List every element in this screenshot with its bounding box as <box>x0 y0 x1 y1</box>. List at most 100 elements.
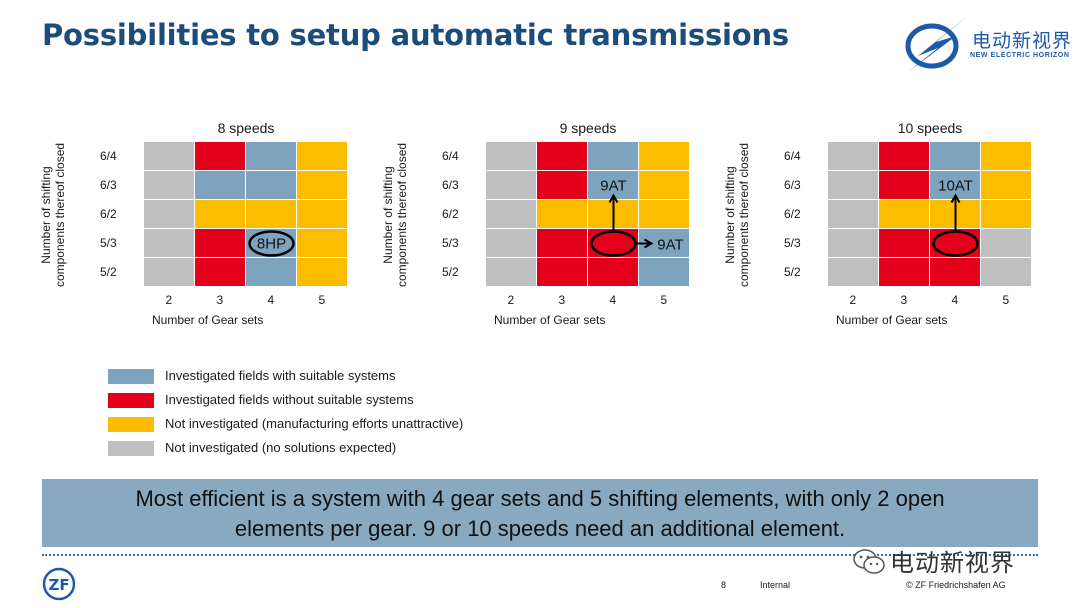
heatmap-cell <box>144 200 194 228</box>
y-tick-label: 5/3 <box>100 236 117 250</box>
heatmap-cell <box>981 142 1031 170</box>
heatmap-cell <box>879 258 929 286</box>
y-tick-label: 6/2 <box>100 207 117 221</box>
y-tick-label: 5/2 <box>442 265 459 279</box>
zf-logo-icon: ZF <box>42 567 76 601</box>
annotation-label: 9AT <box>600 178 626 195</box>
y-tick-label: 6/3 <box>442 178 459 192</box>
heatmap-cell <box>195 142 245 170</box>
y-tick-label: 6/3 <box>784 178 801 192</box>
conclusion-line-2: elements per gear. 9 or 10 speeds need a… <box>234 516 846 541</box>
heatmap-cell <box>195 258 245 286</box>
x-axis-label: Number of Gear sets <box>152 313 264 327</box>
heatmap-cell <box>486 258 536 286</box>
annotation-layer: 9AT 9AT <box>590 178 684 257</box>
legend-swatch <box>108 441 154 456</box>
heatmap-cell <box>297 258 347 286</box>
heatmap-cell <box>981 229 1031 257</box>
footer-divider <box>42 554 1038 556</box>
y-tick-label: 5/3 <box>442 236 459 250</box>
copyright: © ZF Friedrichshafen AG <box>906 580 1006 590</box>
annotation-layer: 8HP <box>248 230 295 257</box>
legend-label: Not investigated (manufacturing efforts … <box>165 416 464 431</box>
annotation-label: 9AT <box>657 237 683 254</box>
heatmap-cell <box>639 258 689 286</box>
heatmap-cell <box>639 200 689 228</box>
legend-label: Investigated fields without suitable sys… <box>165 392 414 407</box>
heatmap-cell <box>930 258 980 286</box>
x-tick-label: 3 <box>558 293 566 307</box>
x-tick-label: 5 <box>1002 293 1010 307</box>
annotation-layer: 10AT <box>932 178 979 257</box>
heatmap-cell <box>144 229 194 257</box>
annotation-label: 10AT <box>938 178 973 195</box>
arrow-head <box>644 238 654 249</box>
heatmap-cell <box>828 200 878 228</box>
heatmap-cell <box>144 142 194 170</box>
chart-title: 9 speeds <box>559 120 617 136</box>
x-tick-label: 2 <box>849 293 857 307</box>
heatmap-cell <box>144 258 194 286</box>
conclusion-banner: Most efficient is a system with 4 gear s… <box>42 479 1038 547</box>
wechat-icon <box>853 549 885 574</box>
chart-title: 10 speeds <box>897 120 963 136</box>
y-tick-label: 5/3 <box>784 236 801 250</box>
heatmap-cell <box>828 258 878 286</box>
heatmap-cell <box>981 171 1031 199</box>
chart-title: 8 speeds <box>217 120 275 136</box>
heatmap-cell <box>879 200 929 228</box>
arrow-head <box>608 193 619 203</box>
wechat-account-name: 电动新视界 <box>890 550 1015 577</box>
heatmap-cell <box>195 200 245 228</box>
heatmap-cell <box>246 142 296 170</box>
heatmap-cell <box>930 171 980 199</box>
x-tick-label: 4 <box>951 293 959 307</box>
x-axis-label: Number of Gear sets <box>494 313 606 327</box>
page-number: 8 <box>721 580 727 590</box>
x-tick-label: 5 <box>318 293 326 307</box>
heatmap-cell <box>588 258 638 286</box>
heatmap-cell <box>486 142 536 170</box>
heatmap-cell <box>486 229 536 257</box>
heatmap-cell <box>537 229 587 257</box>
heatmap-cell <box>246 171 296 199</box>
x-tick-label: 4 <box>267 293 275 307</box>
heatmap-cell <box>297 229 347 257</box>
heatmap-cell <box>195 171 245 199</box>
brand-logo-cn: 电动新视界 <box>972 31 1073 52</box>
y-tick-label: 6/3 <box>100 178 117 192</box>
conclusion-line-1: Most efficient is a system with 4 gear s… <box>135 486 945 511</box>
heatmap-cell <box>981 200 1031 228</box>
heatmap-cell <box>246 258 296 286</box>
heatmap-cell <box>297 171 347 199</box>
heatmap-cell <box>828 171 878 199</box>
annotation-ring <box>590 230 637 257</box>
legend-swatch <box>108 393 154 408</box>
y-tick-label: 5/2 <box>784 265 801 279</box>
heatmap-cell <box>537 171 587 199</box>
y-tick-label: 5/2 <box>100 265 117 279</box>
y-tick-label: 6/2 <box>442 207 459 221</box>
slide-title: Possibilities to setup automatic transmi… <box>42 18 789 52</box>
heatmap-cell <box>588 171 638 199</box>
legend-label: Not investigated (no solutions expected) <box>165 440 397 455</box>
heatmap-cell <box>879 171 929 199</box>
y-tick-label: 6/4 <box>100 149 117 163</box>
classification-label: Internal <box>760 580 791 590</box>
zf-logo-text: ZF <box>48 576 69 594</box>
x-tick-label: 2 <box>507 293 515 307</box>
heatmap-cell <box>144 171 194 199</box>
legend-swatch <box>108 417 154 432</box>
heatmap-cell <box>828 142 878 170</box>
heatmap-cell <box>639 171 689 199</box>
y-tick-label: 6/4 <box>442 149 459 163</box>
legend-swatch <box>108 369 154 384</box>
annotation-ring <box>932 230 979 257</box>
x-tick-label: 3 <box>216 293 224 307</box>
heatmap-cell <box>879 142 929 170</box>
heatmap-cell <box>930 142 980 170</box>
heatmap-cell <box>297 142 347 170</box>
